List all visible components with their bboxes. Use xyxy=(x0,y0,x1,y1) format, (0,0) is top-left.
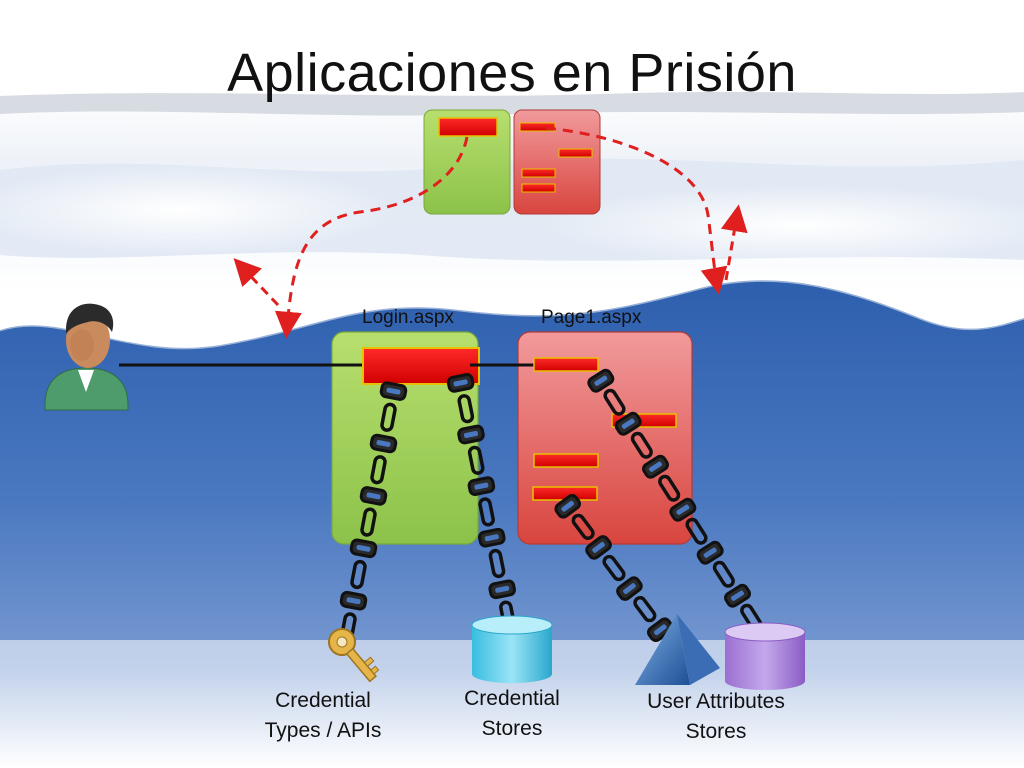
chain-link xyxy=(370,455,387,485)
chain-link xyxy=(359,486,388,506)
wave-crest xyxy=(0,278,1024,350)
chain-link xyxy=(658,474,681,502)
chain-link xyxy=(633,595,657,623)
dashed-arrow-up-right xyxy=(720,204,748,281)
chain-link xyxy=(669,497,697,522)
chain-link xyxy=(724,583,751,608)
chain-link xyxy=(339,590,368,611)
small-page1-block xyxy=(521,183,556,193)
page1-block xyxy=(533,453,599,468)
credential-stores-line2: Stores xyxy=(481,717,543,740)
credential-store-cylinder xyxy=(471,615,553,683)
chain-link xyxy=(478,527,506,548)
credential-types-line2: Types / APIs xyxy=(264,719,382,742)
user-attributes-line2: Stores xyxy=(685,720,747,743)
chain-link xyxy=(379,381,408,401)
chain-link xyxy=(349,538,378,559)
chain-link xyxy=(712,560,735,588)
chain-link xyxy=(467,445,485,475)
key-icon xyxy=(328,628,380,683)
dashed-arrow-login xyxy=(274,136,469,339)
chain-link xyxy=(685,517,708,545)
chain-link xyxy=(380,402,397,432)
cloud xyxy=(540,185,1024,265)
chains xyxy=(339,368,763,643)
credential-types-label: Credential Types / APIs xyxy=(243,686,403,746)
cloud xyxy=(0,165,400,255)
chain-link xyxy=(585,535,612,560)
chain-link xyxy=(488,548,506,579)
chain-link xyxy=(616,576,643,601)
chain-link xyxy=(478,497,495,527)
credential-types-line1: Credential xyxy=(275,689,371,712)
credential-stores-label: Credential Stores xyxy=(432,684,592,744)
chain-link xyxy=(603,388,626,416)
user-attributes-line1: User Attributes xyxy=(647,690,785,713)
login-page-label: Login.aspx xyxy=(362,307,454,328)
small-login-block xyxy=(438,117,498,137)
small-page1-block xyxy=(558,148,593,158)
chain-link xyxy=(602,554,626,582)
chain-link xyxy=(457,424,485,445)
user-attributes-cylinder xyxy=(724,622,806,690)
slide-title: Aplicaciones en Prisión xyxy=(227,43,797,103)
chain-link xyxy=(587,368,615,393)
chain-link xyxy=(457,394,475,424)
horizon-streak xyxy=(0,92,1024,116)
page1-page-label: Page1.aspx xyxy=(541,307,642,328)
chain-link xyxy=(696,540,724,565)
dashed-arrow-up-left xyxy=(233,258,280,307)
small-page1-block xyxy=(519,122,556,132)
chain-link xyxy=(554,493,582,519)
pyramid-store-icon xyxy=(635,614,720,685)
page1-block xyxy=(533,357,599,372)
chain-link xyxy=(360,507,377,537)
user-icon xyxy=(44,303,129,411)
chain-link xyxy=(446,373,475,393)
credential-stores-line1: Credential xyxy=(464,687,560,710)
chain-link xyxy=(642,454,669,479)
user-attributes-label: User Attributes Stores xyxy=(626,687,806,747)
chain-link xyxy=(630,431,653,459)
chain-link xyxy=(467,476,496,496)
small-page1-block xyxy=(521,168,556,178)
chain-link xyxy=(369,433,398,454)
chain-link xyxy=(614,411,642,436)
dashed-arrow-page1 xyxy=(545,126,728,295)
chain-link xyxy=(350,559,367,590)
chain-link xyxy=(488,579,516,600)
chain-link xyxy=(571,513,595,541)
